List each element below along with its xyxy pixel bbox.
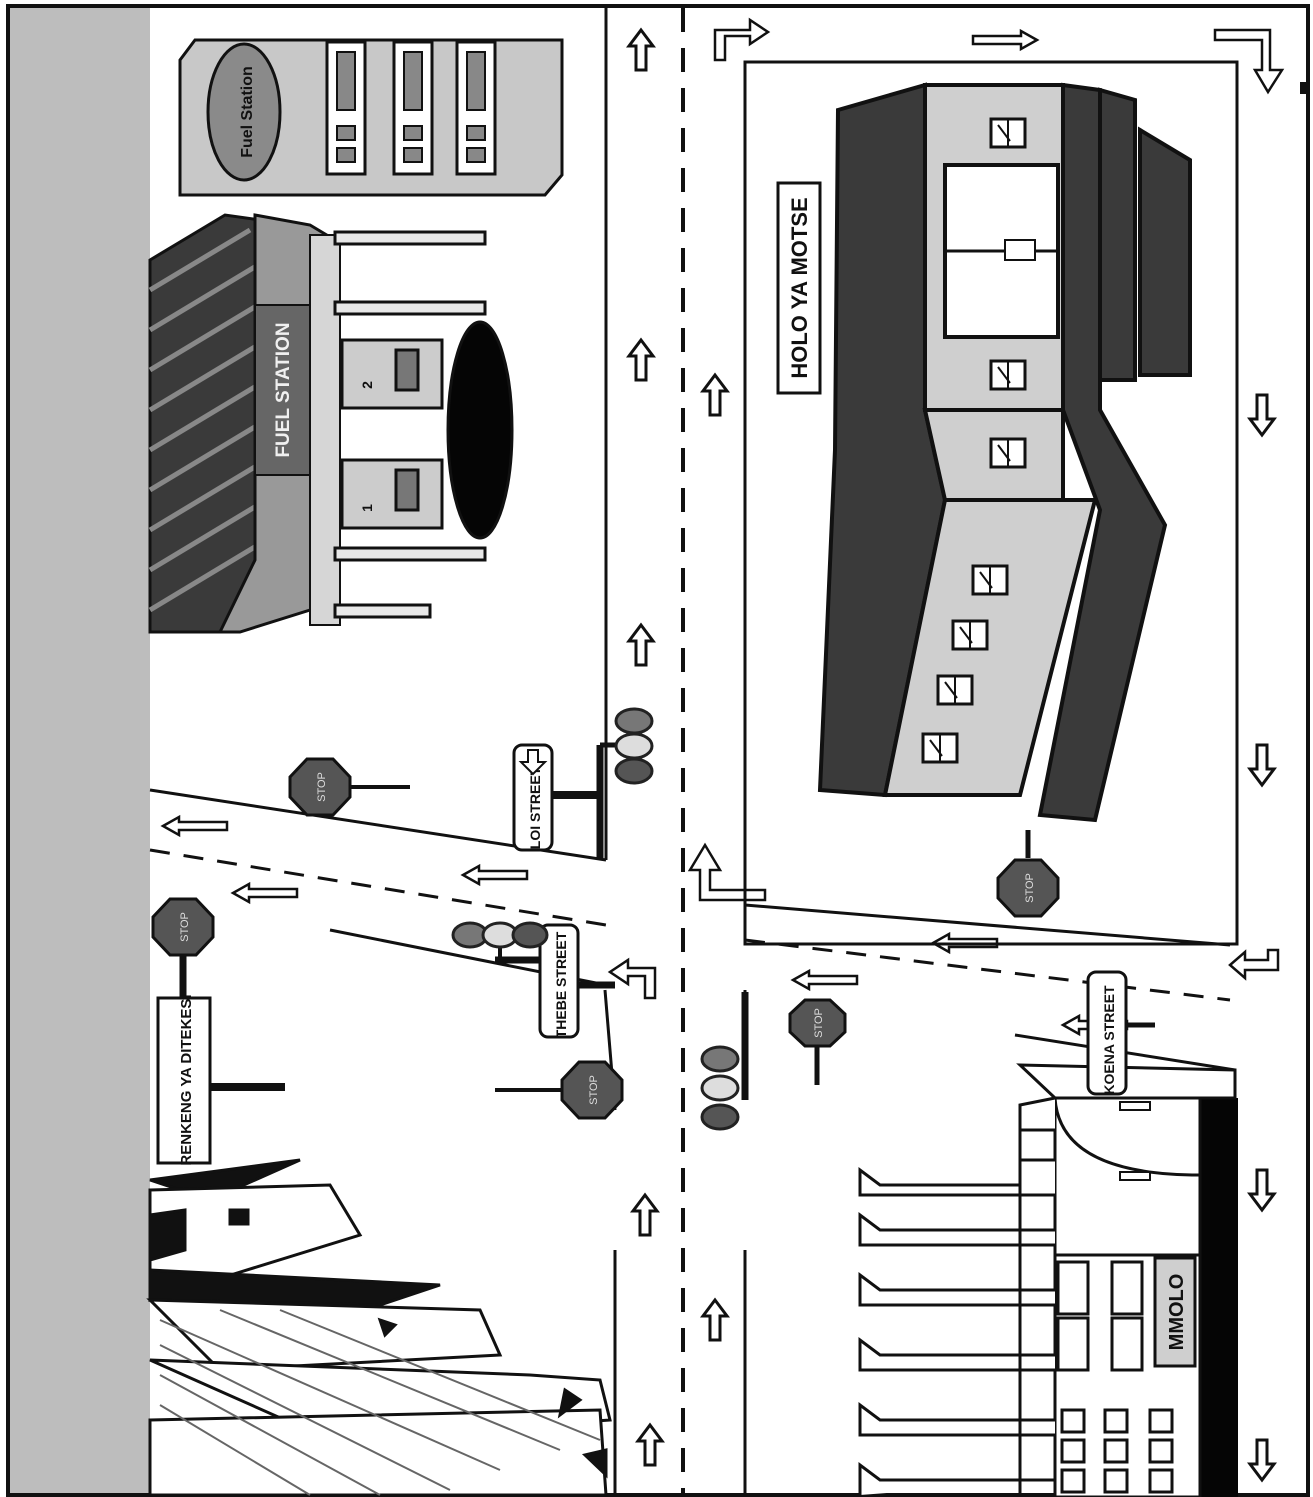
stop-sign-icon: STOP <box>288 757 410 817</box>
loi-street-sign: LOI STREET <box>512 742 618 860</box>
stop-sign-icon: STOP <box>788 998 847 1085</box>
left-grey-strip <box>10 8 150 1497</box>
pump-1-number: 1 <box>359 504 375 512</box>
hall-name-label: HOLO YA MOTSE <box>787 197 812 378</box>
stop-sign-text: STOP <box>179 912 191 942</box>
traffic-light-icon <box>451 921 549 962</box>
stop-sign-icon: STOP <box>151 897 215 957</box>
fuel-price-sign: Fuel Station <box>178 38 564 197</box>
fuel-canopy-text: FUEL STATION <box>273 322 294 457</box>
shop-building: MMOLO <box>858 1063 1238 1497</box>
taxi-rank-buses <box>146 1158 612 1497</box>
koena-street-sign: KOENA STREET <box>1086 970 1155 1096</box>
taxi-rank-label: RENKENG YA DITEKESI <box>178 994 195 1165</box>
community-hall-building <box>817 82 1192 823</box>
stop-sign-icon: STOP <box>996 830 1060 918</box>
thebe-street-label: THEBE STREET <box>553 931 569 1038</box>
traffic-light-icon <box>700 992 749 1131</box>
shop-name-label: MMOLO <box>1166 1274 1188 1351</box>
stop-sign-text: STOP <box>1024 873 1036 903</box>
loi-street-label: LOI STREET <box>527 766 543 849</box>
direction-arrow-icon <box>161 17 1285 1482</box>
stop-sign-text: STOP <box>588 1075 600 1105</box>
stop-sign-text: STOP <box>813 1008 825 1038</box>
traffic-light-icon <box>600 707 654 785</box>
fuel-sign-text: Fuel Station <box>239 66 256 158</box>
stop-sign-text: STOP <box>316 772 328 802</box>
map-border <box>6 4 1310 1497</box>
thebe-street-sign: THEBE STREET <box>495 923 615 1039</box>
hall-plot <box>743 60 1239 946</box>
stop-sign-icon: STOP <box>495 1060 624 1120</box>
fuel-station-building: FUEL STATION 1 2 <box>148 213 514 634</box>
pump-2-number: 2 <box>359 381 375 389</box>
koena-street-label: KOENA STREET <box>1101 985 1117 1095</box>
